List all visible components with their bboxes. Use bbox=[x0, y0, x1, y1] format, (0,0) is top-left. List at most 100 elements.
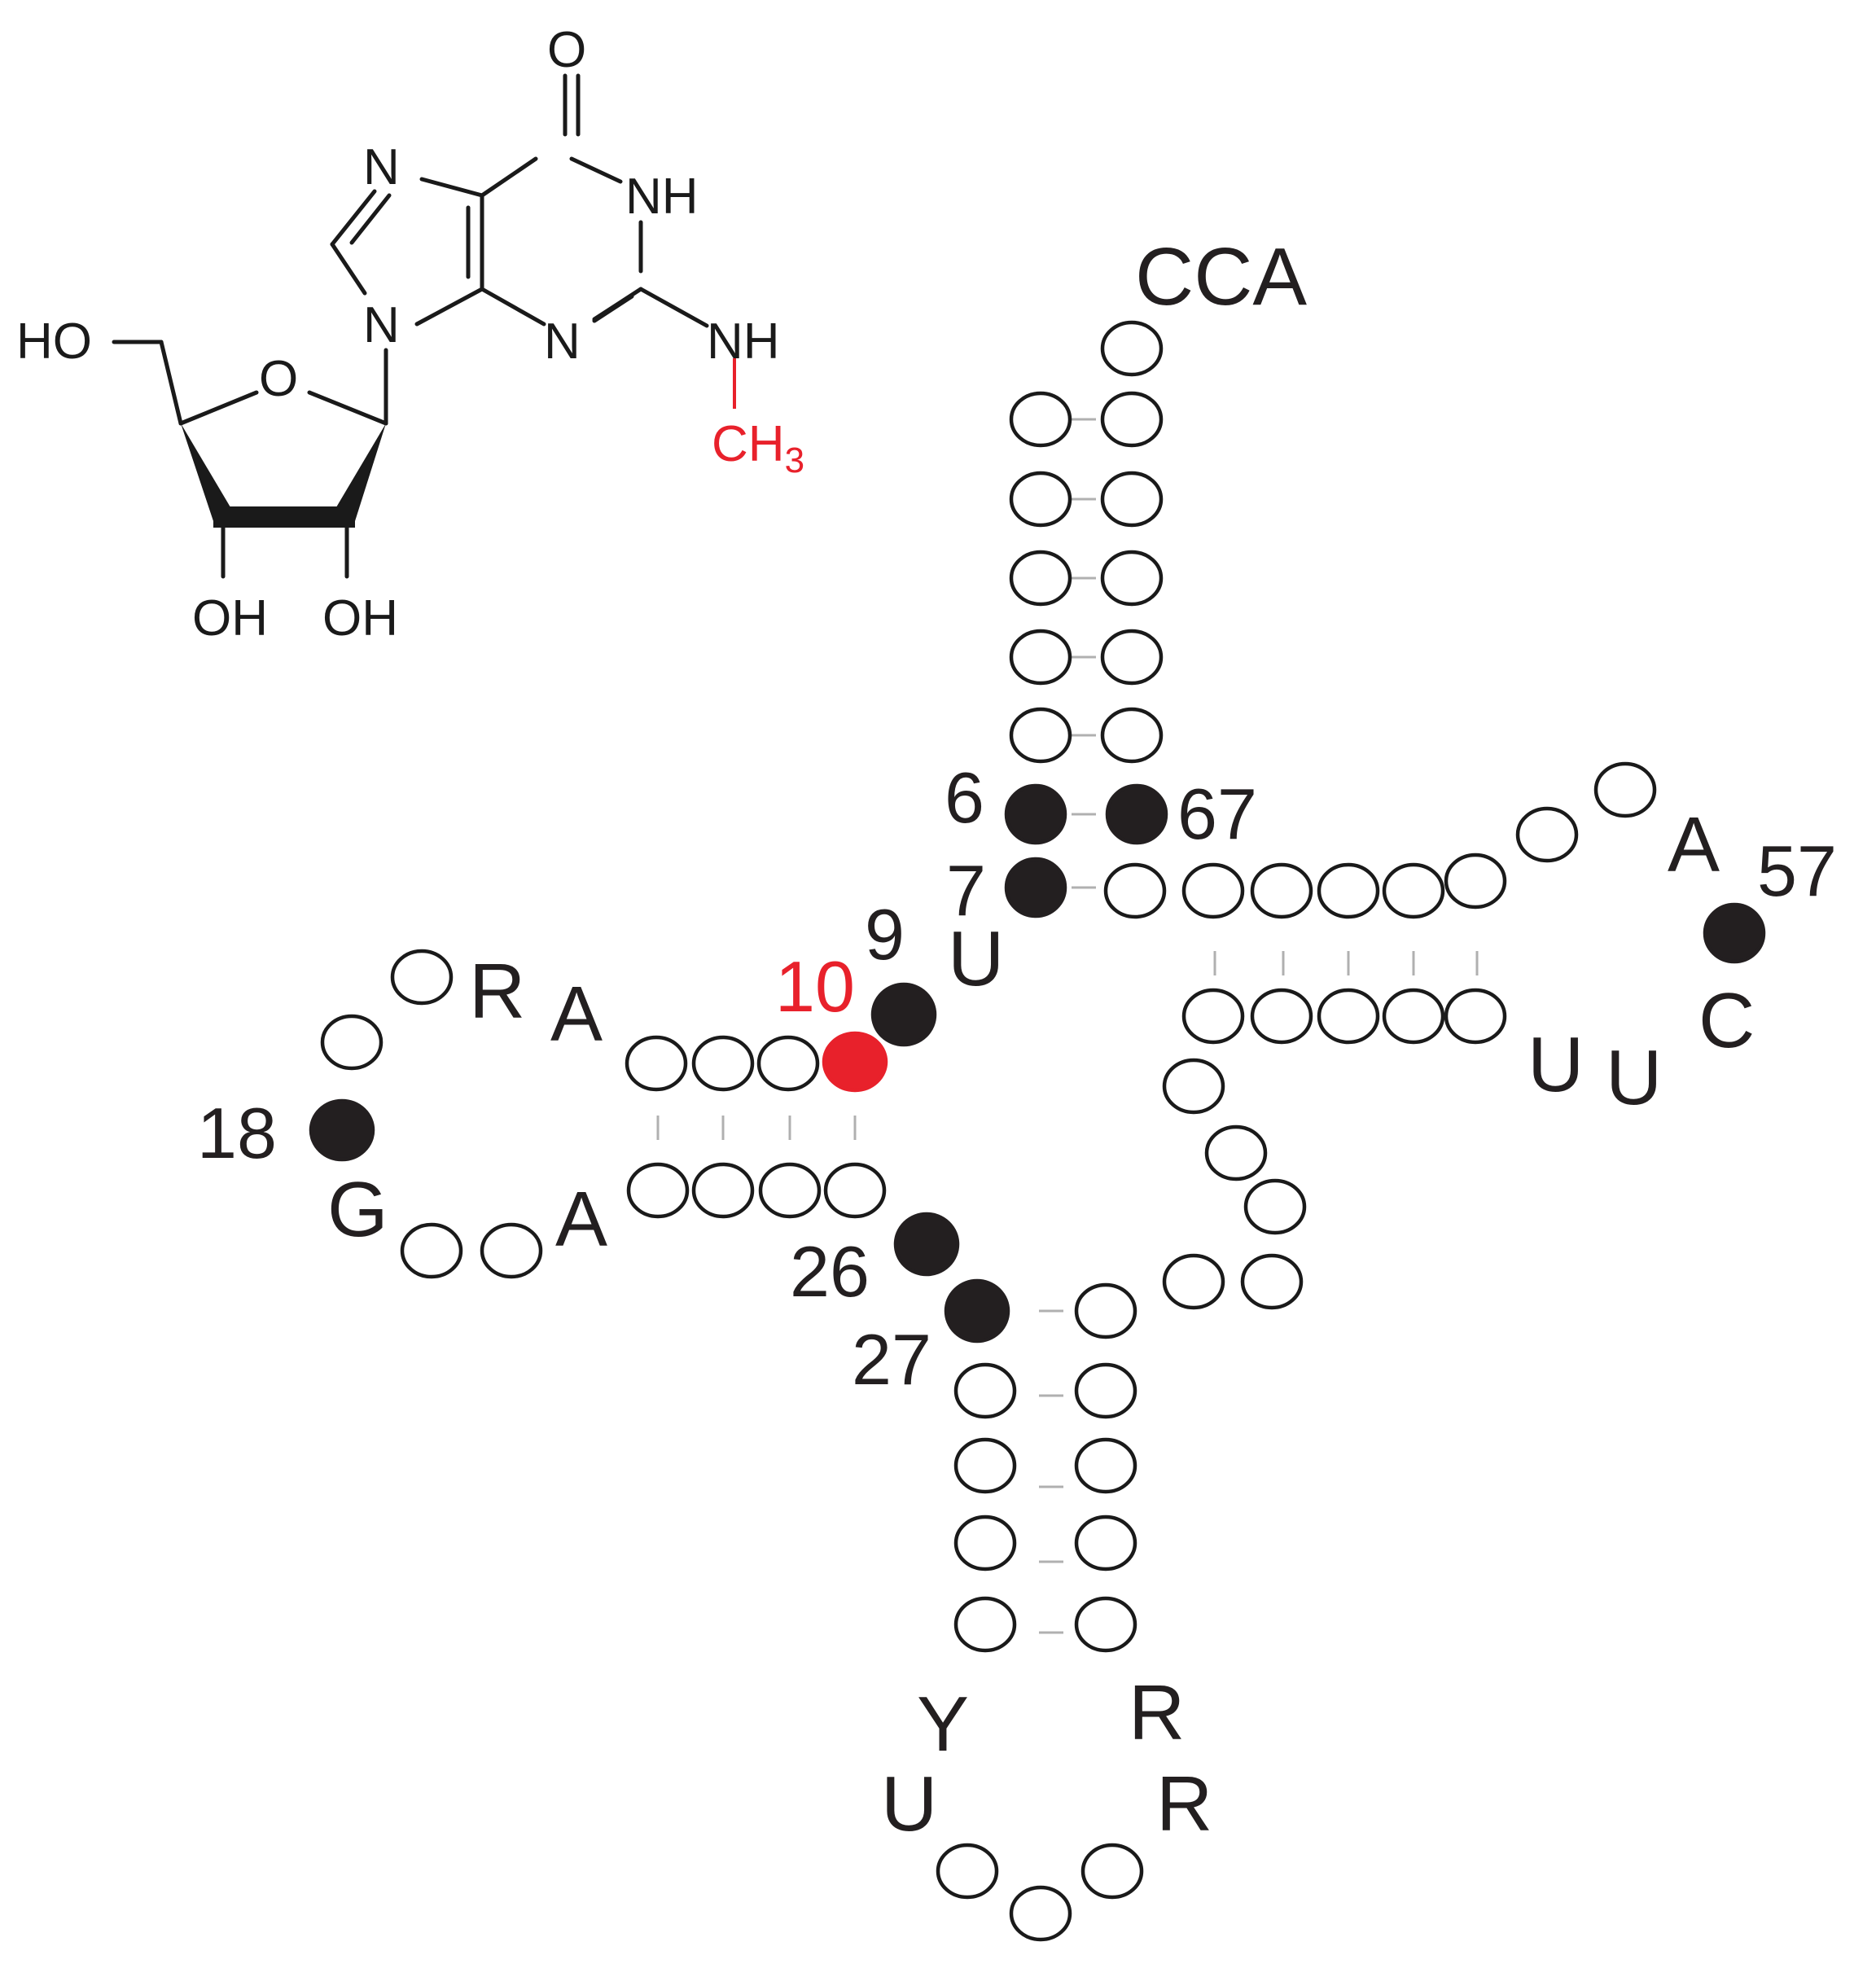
atom-methyl: CH3 bbox=[712, 416, 804, 480]
nucleotide bbox=[691, 1035, 755, 1092]
nucleotide bbox=[1009, 471, 1072, 528]
nucleotide bbox=[400, 1222, 463, 1279]
bond bbox=[330, 189, 377, 247]
conserved-nucleotide-67 bbox=[1105, 783, 1168, 845]
conserved-nucleotide-27 bbox=[944, 1278, 1010, 1344]
nucleotide bbox=[1317, 862, 1380, 919]
nucleotide bbox=[1444, 988, 1507, 1045]
nucleotide bbox=[1074, 1282, 1137, 1339]
nucleotide bbox=[1250, 862, 1313, 919]
base-letter: R bbox=[469, 948, 525, 1035]
bond bbox=[480, 156, 538, 198]
nucleotide bbox=[1444, 853, 1507, 910]
conserved-nucleotide-18 bbox=[309, 1098, 375, 1162]
nucleotide bbox=[1009, 391, 1072, 448]
d-arm bbox=[309, 949, 1010, 1344]
nucleotide bbox=[1181, 862, 1245, 919]
base-letter: U bbox=[881, 1760, 937, 1848]
conserved-nucleotide-9 bbox=[870, 982, 937, 1047]
conserved-nucleotide-57 bbox=[1703, 902, 1766, 964]
position-label-10: 10 bbox=[775, 946, 855, 1027]
nucleotide bbox=[1204, 1124, 1268, 1181]
bond bbox=[349, 193, 392, 245]
conserved-nucleotide-6 bbox=[1004, 783, 1067, 845]
nucleotide bbox=[625, 1035, 688, 1092]
nucleotide bbox=[1074, 1362, 1137, 1419]
atom-nh1: NH bbox=[625, 169, 699, 225]
nucleotide bbox=[823, 1162, 887, 1219]
nucleotide bbox=[1009, 629, 1072, 686]
base-letter: G bbox=[327, 1166, 388, 1253]
conserved-nucleotide-26 bbox=[893, 1212, 960, 1277]
nucleotide bbox=[1103, 862, 1167, 919]
trna-cloverleaf: CCA U A R G A A C U U Y U R R 6 67 7 9 1… bbox=[197, 231, 1837, 1942]
anticodon-arm bbox=[936, 1282, 1144, 1942]
position-label-27: 27 bbox=[852, 1319, 931, 1400]
modified-nucleotide-10 bbox=[822, 1031, 888, 1093]
nucleotide bbox=[1009, 1885, 1072, 1942]
nucleotide bbox=[1317, 988, 1380, 1045]
bond bbox=[178, 390, 259, 426]
base-letter: Y bbox=[917, 1681, 969, 1768]
base-letter: R bbox=[1129, 1669, 1185, 1756]
nucleotide bbox=[1100, 391, 1164, 448]
base-letter: U bbox=[1606, 1034, 1662, 1121]
nucleotide bbox=[480, 1222, 543, 1279]
nucleotide bbox=[1100, 320, 1164, 377]
nucleotide bbox=[1250, 988, 1313, 1045]
nucleotide bbox=[756, 1035, 820, 1092]
base-letter: C bbox=[1698, 977, 1755, 1064]
atom-oh2: OH bbox=[322, 590, 398, 647]
bond bbox=[480, 287, 546, 327]
position-label-18: 18 bbox=[197, 1093, 277, 1173]
d-stem-pairs bbox=[656, 1116, 857, 1140]
position-label-9: 9 bbox=[865, 894, 905, 975]
nucleotide bbox=[390, 949, 454, 1006]
base-letter: U bbox=[948, 915, 1004, 1002]
nucleotide bbox=[1382, 862, 1445, 919]
base-letter: R bbox=[1156, 1760, 1212, 1848]
nucleotide bbox=[1100, 471, 1164, 528]
nucleotide bbox=[320, 1014, 384, 1071]
nucleotide bbox=[1080, 1843, 1144, 1900]
bond bbox=[638, 287, 709, 328]
wedge-bond bbox=[334, 423, 386, 521]
nucleotide bbox=[1100, 629, 1164, 686]
base-letter: A bbox=[555, 1176, 607, 1263]
nucleotide bbox=[1382, 988, 1445, 1045]
position-label-7: 7 bbox=[946, 850, 986, 931]
nucleotide bbox=[1240, 1253, 1304, 1310]
nucleotide bbox=[1100, 707, 1164, 764]
nucleotide bbox=[1100, 550, 1164, 607]
nucleotide bbox=[1009, 550, 1072, 607]
nucleotide bbox=[1074, 1437, 1137, 1494]
bond bbox=[330, 242, 367, 296]
atom-oh3: OH bbox=[192, 590, 268, 647]
position-label-6: 6 bbox=[945, 757, 984, 838]
bond bbox=[307, 390, 388, 426]
conserved-nucleotide-7 bbox=[1004, 857, 1067, 918]
atom-n3: N bbox=[544, 313, 581, 370]
base-letter: A bbox=[1668, 801, 1720, 888]
nucleotide bbox=[1162, 1058, 1225, 1115]
bond bbox=[419, 177, 484, 198]
atom-n7: N bbox=[363, 139, 400, 195]
cca-tail: CCA bbox=[1135, 231, 1307, 322]
nucleotide bbox=[1162, 1253, 1225, 1310]
acceptor-stem bbox=[1004, 320, 1168, 919]
nucleotide bbox=[1181, 988, 1245, 1045]
nucleotide bbox=[691, 1162, 755, 1219]
base-letter: A bbox=[550, 971, 603, 1058]
anticodon-stem-pairs bbox=[1039, 1309, 1063, 1634]
atom-ho5: HO bbox=[16, 313, 92, 370]
nucleotide bbox=[1243, 1178, 1307, 1235]
atom-o-carbonyl: O bbox=[547, 22, 586, 78]
nucleotide bbox=[758, 1162, 822, 1219]
nucleotide bbox=[953, 1437, 1017, 1494]
nucleotide bbox=[953, 1515, 1017, 1572]
position-label-67: 67 bbox=[1177, 774, 1257, 854]
nucleotide bbox=[1074, 1515, 1137, 1572]
variable-loop bbox=[1162, 1058, 1307, 1310]
acceptor-stem-pairs bbox=[1072, 418, 1096, 889]
